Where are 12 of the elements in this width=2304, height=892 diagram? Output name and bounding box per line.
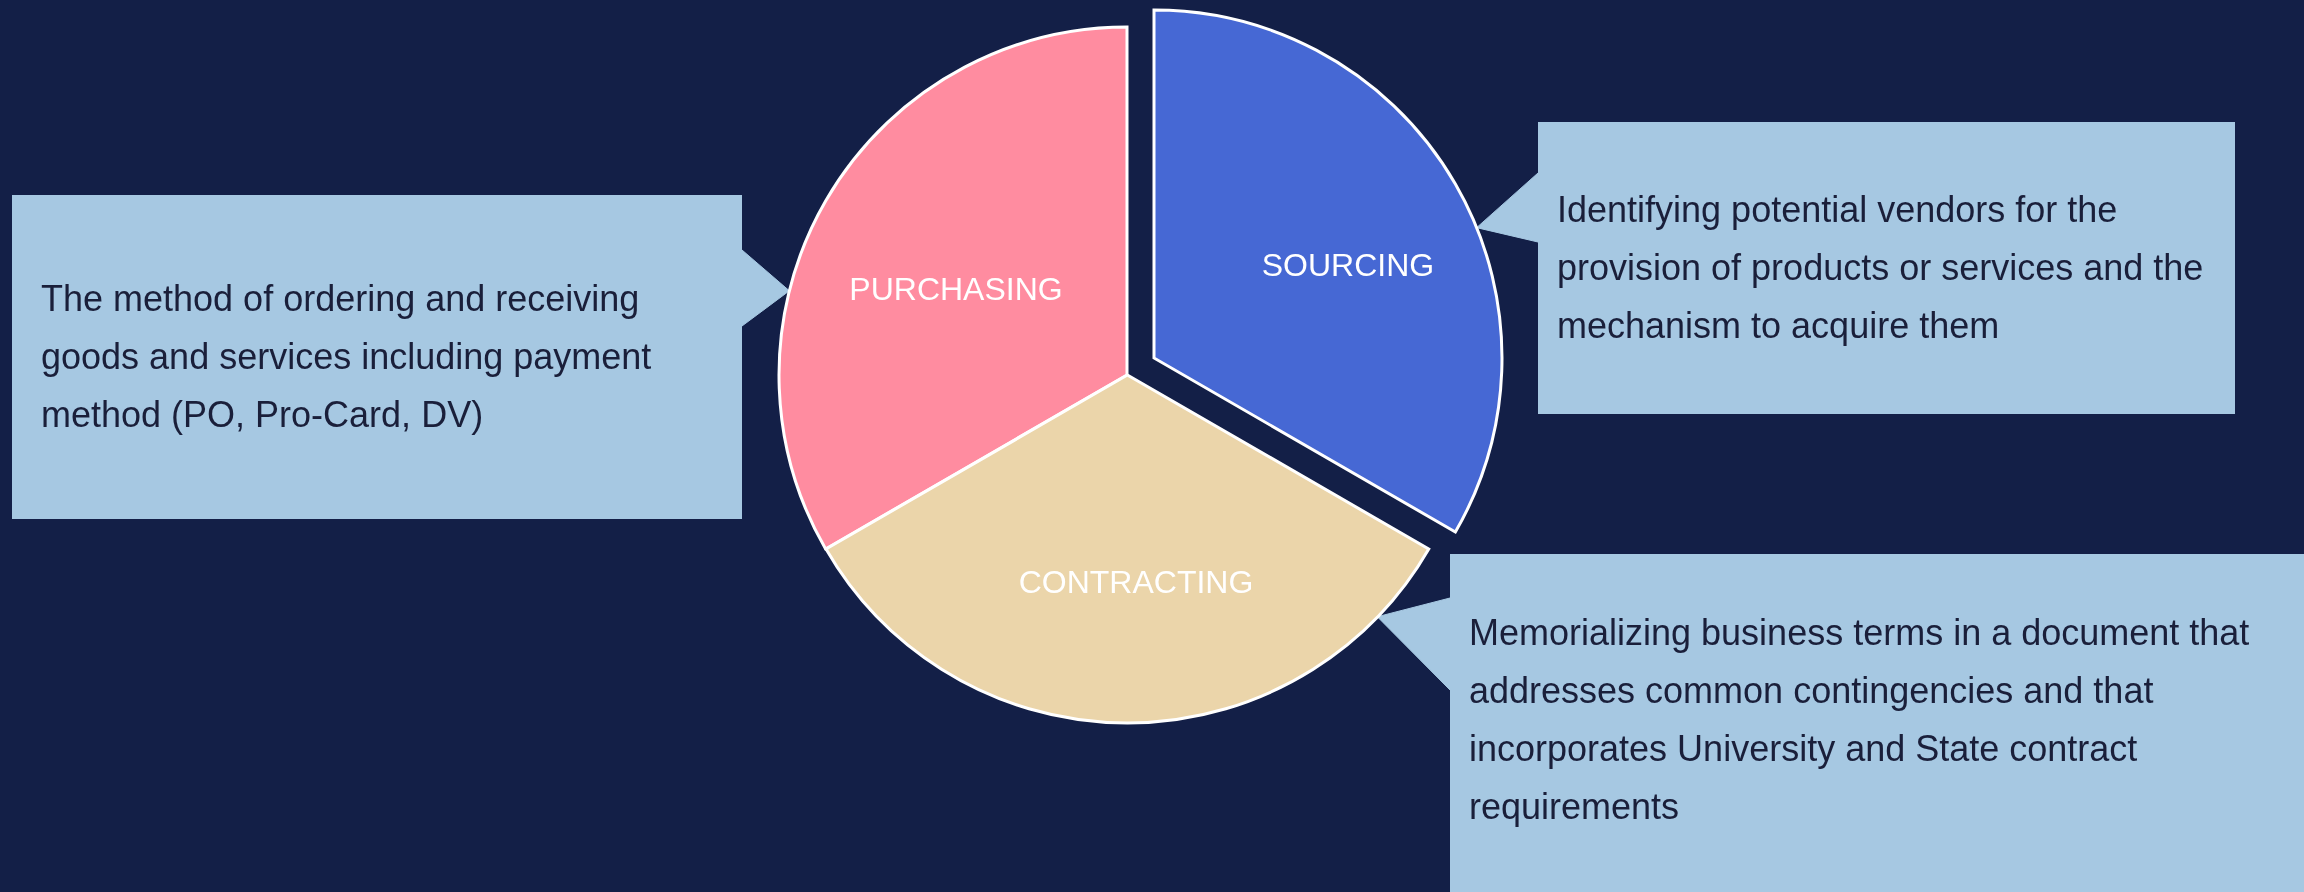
callout-pointer xyxy=(741,249,790,327)
slice-label: SOURCING xyxy=(1261,246,1435,284)
callout-box xyxy=(12,195,742,519)
callout-box xyxy=(1450,554,2304,892)
callout-box xyxy=(1538,122,2235,414)
description-text: The method of ordering and receiving goods and services including payment method (PO, Pro-Card, DV) xyxy=(41,277,653,437)
slice-label: CONTRACTING xyxy=(1018,563,1254,601)
callout-pointer xyxy=(1376,597,1451,691)
slice-label: PURCHASING xyxy=(849,270,1063,308)
description-text: Memorializing business terms in a document that addresses common contingencies and that incorporates University and State contract requirements xyxy=(1469,611,2251,829)
callout-pointer xyxy=(1476,172,1539,243)
description-text: Identifying potential vendors for the provision of products or services and the mechanism to acquire them xyxy=(1557,188,2205,348)
